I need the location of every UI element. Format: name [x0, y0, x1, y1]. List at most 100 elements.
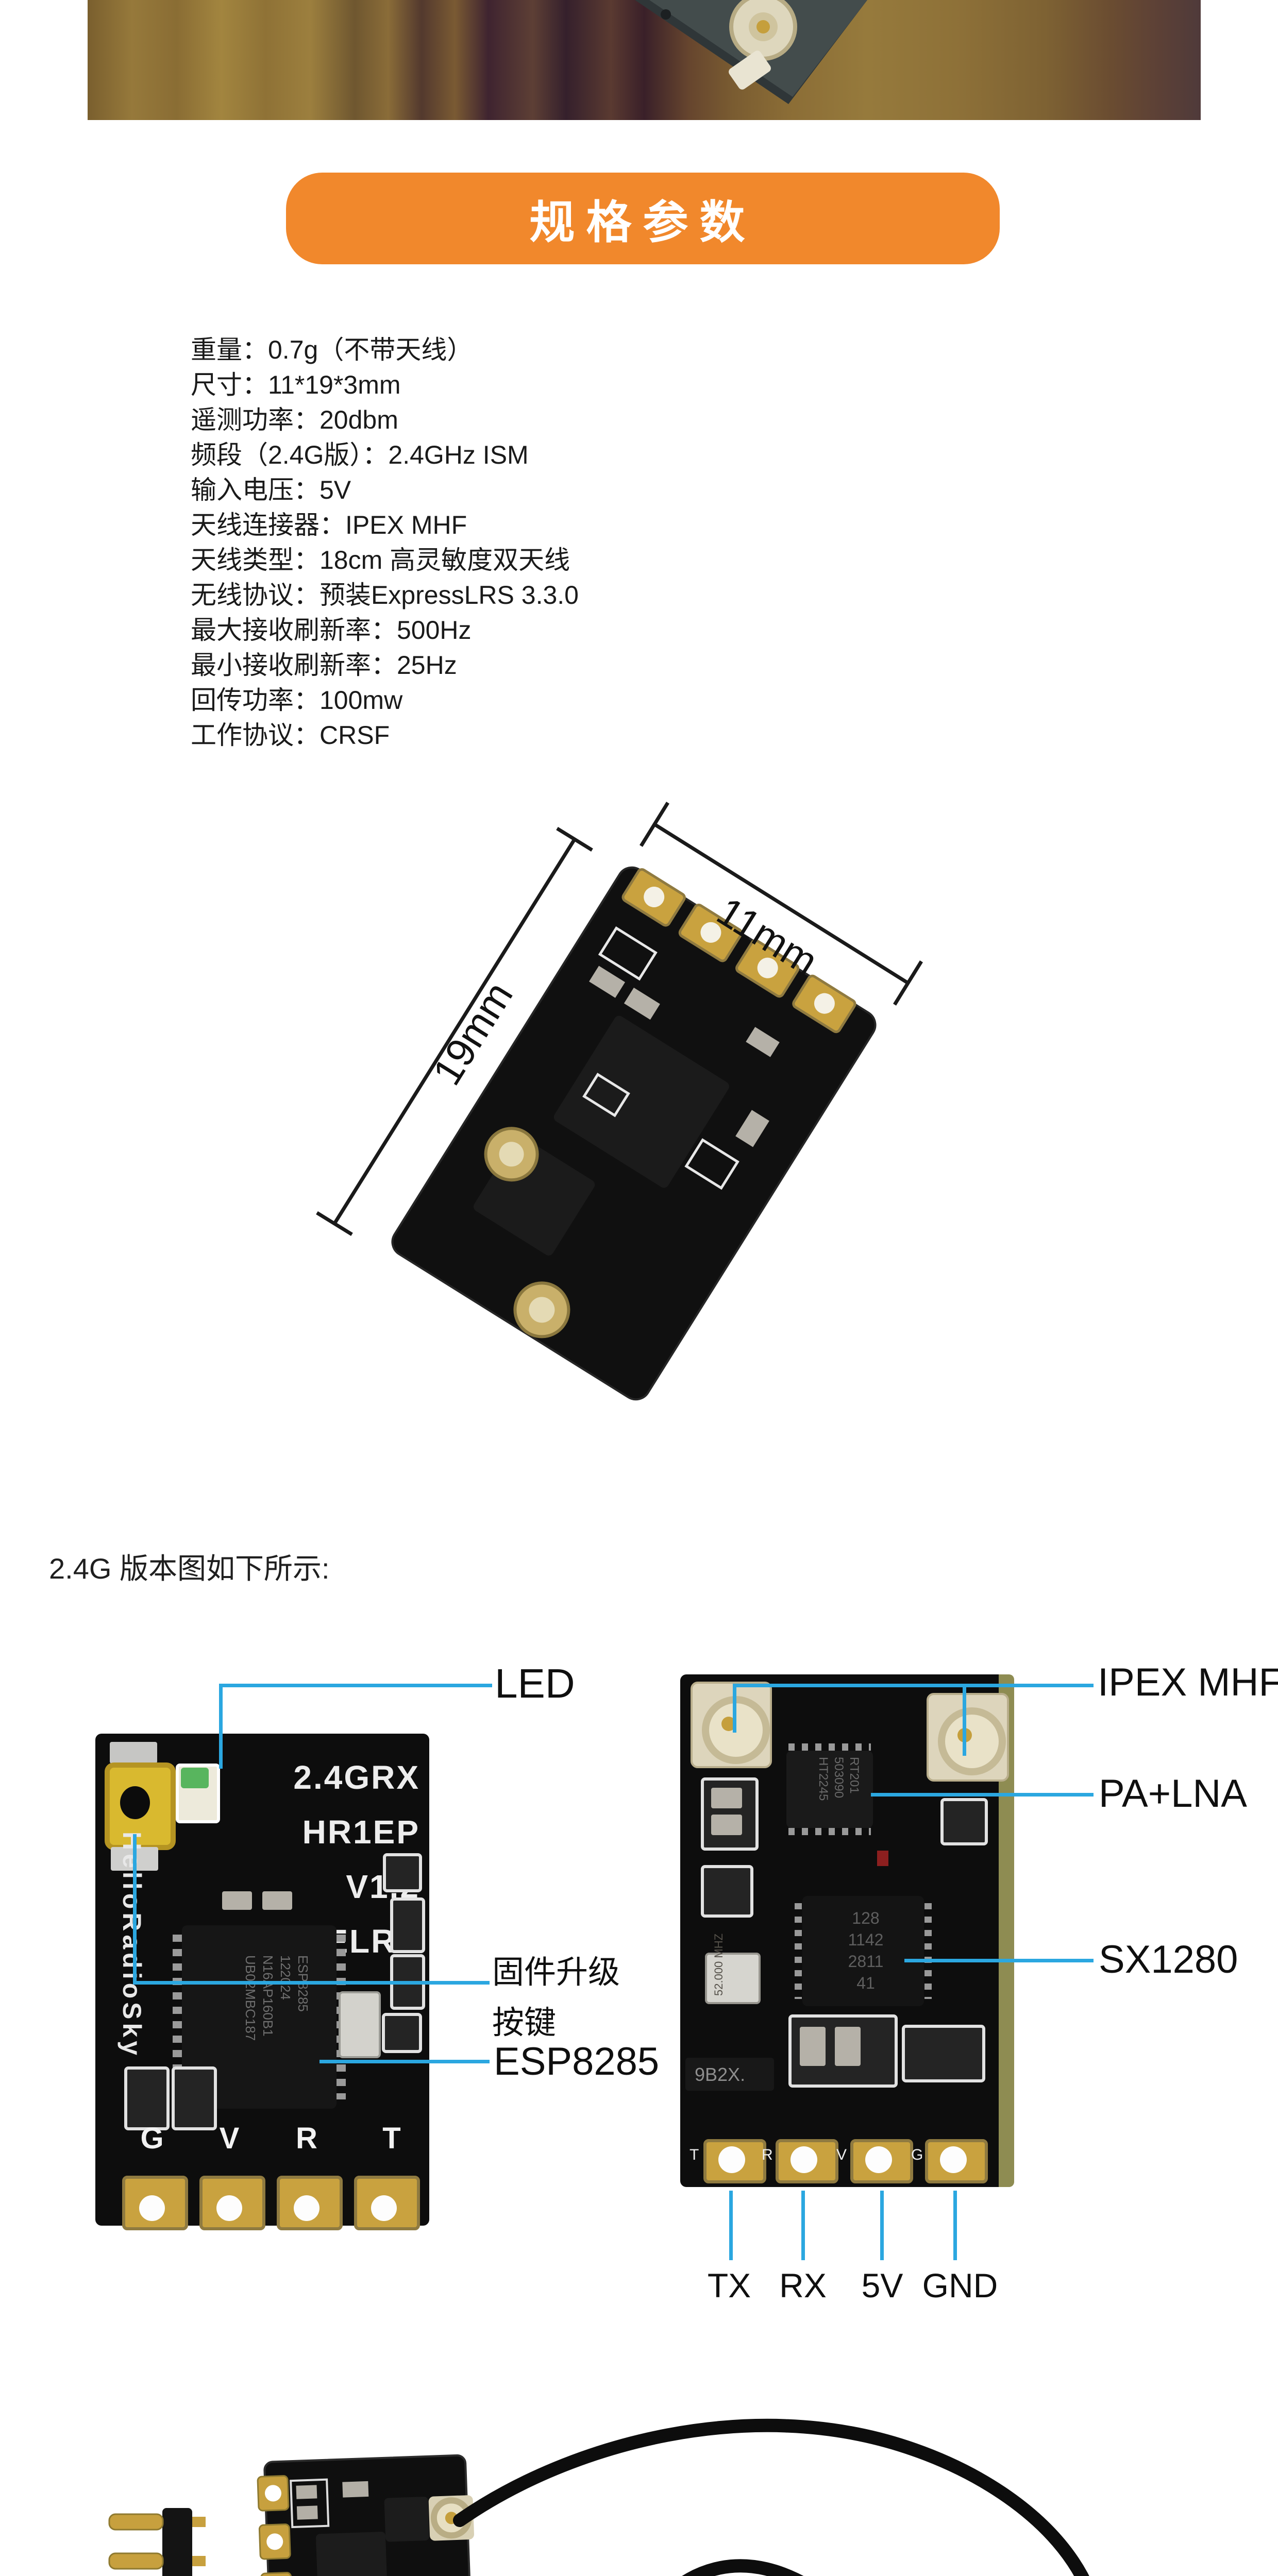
chip-pins: [924, 1903, 932, 1999]
smd-component: [902, 2025, 985, 2082]
firmware-label-line1: 固件升级: [492, 1955, 620, 1990]
smd-capacitor: [262, 1891, 292, 1910]
crystal-component: [339, 1991, 381, 2058]
firmware-button-core: [120, 1786, 150, 1819]
pin-letter: R: [296, 2122, 317, 2155]
crystal-component: [705, 1953, 761, 2004]
antenna-cable-1: [453, 2418, 1089, 2576]
pad-hole: [718, 2146, 745, 2173]
spec-item: 频段（2.4G版）：2.4GHz ISM: [191, 440, 529, 469]
pad-hole: [216, 2195, 242, 2221]
smd-component: [382, 2013, 422, 2053]
pin-label-5v: 5V: [861, 2266, 903, 2304]
pin-line-rx: [801, 2191, 805, 2260]
pad-hole: [940, 2146, 967, 2173]
pin-label-gnd: GND: [922, 2266, 998, 2304]
chip-mark: UB02MBC187: [243, 1955, 258, 2041]
hero-pcb-corner: [635, 0, 867, 104]
pcb-hole: [661, 9, 671, 20]
smd-capacitor: [711, 1815, 742, 1835]
chip-pins: [173, 1935, 182, 2099]
chip-pins: [788, 1743, 871, 1751]
callout-line-firmware-vertical: [133, 1834, 137, 1985]
callout-line-ipex-horizontal: [733, 1684, 1094, 1687]
sx1280-chip: [802, 1896, 924, 2006]
ipex-pin: [756, 20, 770, 33]
smd-capacitor: [800, 2027, 826, 2066]
silk-line: HR1EP: [302, 1814, 420, 1851]
chip-mark: 503090: [832, 1757, 846, 1799]
spec-item: 最小接收刷新率：25Hz: [191, 651, 457, 680]
smd-component: [172, 2066, 217, 2130]
silkscreen-text: 2.4GRX HR1EP V1.2 ELRS: [250, 1750, 420, 1969]
chip-mark: ESP8285: [294, 1955, 312, 2089]
chip-mark: 2811: [848, 1952, 884, 1971]
pin-line-5v: [880, 2191, 884, 2260]
chip-mark: HT2245: [816, 1757, 830, 1801]
right-board-back-view: RT201 503090 HT2245 128 1142 2811 41 52.…: [680, 1674, 1014, 2187]
pin-letter: R: [762, 2146, 773, 2163]
pad-hole: [294, 2195, 320, 2221]
chip-mark: RT201: [847, 1757, 861, 1794]
chip-mark: N16AP160B1: [260, 1955, 276, 2037]
specs-banner-label: 规格参数: [529, 196, 756, 248]
smd-capacitor: [835, 2027, 861, 2066]
pin-label-tx: TX: [707, 2266, 751, 2304]
dimension-figure: 11mm 19mm: [316, 802, 923, 1401]
left-board-front-view: 2.4GRX HR1EP V1.2 ELRS HelloRadioSky ESP…: [95, 1734, 429, 2230]
crystal-label: 52.000 MHZ: [712, 1933, 725, 1996]
chip-pins: [788, 1828, 871, 1835]
regulator-chip: [685, 2058, 774, 2091]
smd-component: [124, 2066, 170, 2130]
callout-label-sx: SX1280: [1099, 1938, 1238, 1981]
spec-item: 无线协议：预装ExpressLRS 3.3.0: [191, 581, 579, 609]
smd-component: [701, 1865, 753, 1918]
esp-chip-marking: ESP8285 122024 N16AP160B1 UB02MBC187: [242, 1955, 312, 2089]
pa-chip-marking: RT201 503090 HT2245: [815, 1757, 862, 1824]
connector-tab: [729, 50, 771, 90]
callout-label-esp: ESP8285: [494, 2040, 660, 2083]
pin-letter: V: [219, 2122, 240, 2155]
pin-letter: G: [911, 2146, 923, 2163]
callout-line-ipex-right: [963, 1684, 966, 1756]
spec-item: 输入电压：5V: [191, 476, 351, 504]
smd-capacitor: [711, 1788, 742, 1808]
silk-line: 2.4GRX: [293, 1759, 420, 1796]
version-note: 2.4G 版本图如下所示:: [49, 1552, 330, 1585]
callout-line-firmware-horizontal: [133, 1981, 490, 1985]
smd-component: [940, 1798, 988, 1845]
pad-hole: [791, 2146, 817, 2173]
pin-letter: T: [690, 2146, 699, 2163]
solder-tab: [110, 1742, 157, 1764]
ipex-ring: [938, 1707, 1006, 1775]
spec-list: 重量：0.7g（不带天线） 尺寸：11*19*3mm 遥测功率：20dbm 频段…: [191, 332, 579, 753]
pin-header: [108, 2508, 206, 2576]
spec-item: 重量：0.7g（不带天线）: [191, 335, 473, 364]
callout-line-led-horizontal: [219, 1684, 492, 1687]
spec-item: 回传功率：100mw: [191, 686, 403, 715]
pad-hole: [865, 2146, 892, 2173]
callout-line-esp: [320, 2060, 490, 2063]
smd-component: [390, 1897, 425, 1953]
hero-photo: [88, 0, 1201, 120]
chip-mark: 122024: [278, 1955, 293, 2000]
pin-letter: G: [140, 2122, 164, 2155]
pin-label-rx: RX: [779, 2266, 827, 2304]
spec-item: 工作协议：CRSF: [191, 721, 390, 750]
smd-component: [788, 2014, 898, 2088]
pad-hole: [371, 2195, 397, 2221]
chip-pins: [795, 1903, 802, 1999]
dimension-lines: [316, 802, 923, 1236]
dimension-pcb: [391, 866, 877, 1401]
chip-mark: 128: [852, 1909, 880, 1927]
product-photo-antennas: [108, 2418, 1089, 2576]
pin-letter: T: [382, 2122, 401, 2155]
firmware-label-line2: 按键: [492, 2005, 557, 2041]
chip-mark: 41: [856, 1974, 875, 1992]
callout-line-pa: [871, 1793, 1094, 1797]
sx-chip-marking: 128 1142 2811 41: [835, 1907, 897, 1994]
callout-label-pa-lna: PA+LNA: [1099, 1772, 1247, 1816]
callout-line-sx: [904, 1959, 1094, 1962]
pad-hole: [139, 2195, 165, 2221]
